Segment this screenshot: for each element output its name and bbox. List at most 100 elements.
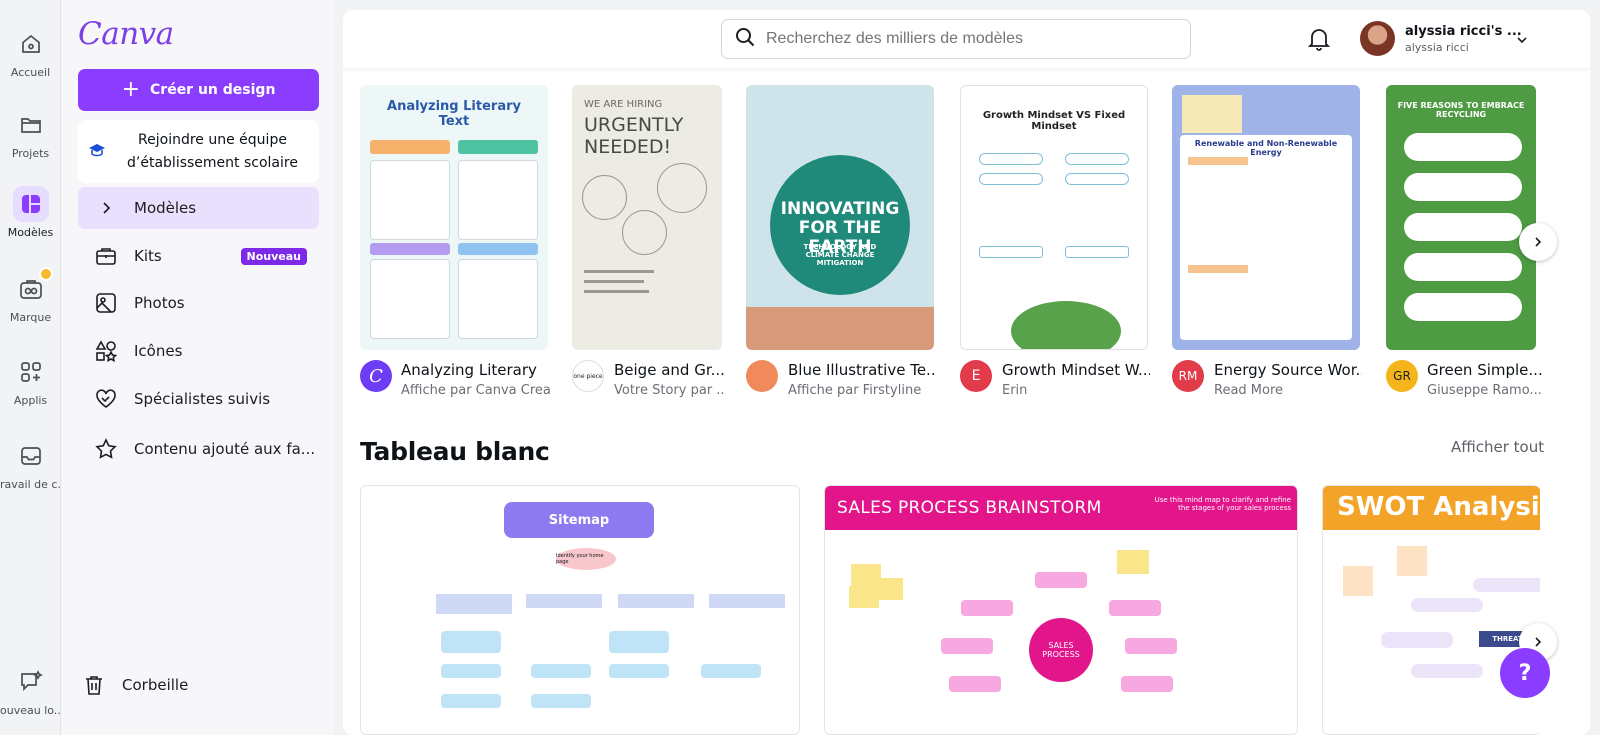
rail-label-projects: Projets: [11, 147, 50, 160]
nav-label-photos: Photos: [134, 294, 185, 312]
template-thumbnail[interactable]: Renewable and Non-Renewable Energy: [1172, 85, 1360, 350]
join-line-2: d’établissement scolaire: [127, 154, 298, 171]
rail-label-templates: Modèles: [7, 226, 54, 239]
template-author[interactable]: Votre Story par ...: [614, 383, 724, 398]
whiteboard-card-heading: SALES PROCESS BRAINSTORM: [837, 498, 1102, 518]
brand-icon: [13, 267, 53, 307]
nav-label-templates: Modèles: [134, 199, 197, 217]
see-all-link[interactable]: Afficher tout: [1451, 438, 1545, 456]
left-rail: Accueil Projets Modèles Marque Applis ra…: [0, 0, 61, 735]
template-author[interactable]: Erin: [1002, 383, 1028, 398]
rail-item-templates[interactable]: Modèles: [0, 186, 61, 239]
search-icon: [734, 26, 756, 52]
whiteboard-template-card[interactable]: SWOT Analysis THREATS: [1322, 485, 1540, 735]
template-thumbnail[interactable]: Analyzing Literary Text: [360, 85, 548, 350]
rail-label-apps: Applis: [13, 394, 48, 407]
user-avatar[interactable]: [1360, 21, 1395, 56]
help-button[interactable]: ?: [1500, 648, 1550, 698]
template-author[interactable]: Giuseppe Ramo...: [1427, 383, 1542, 398]
side-panel: Canva + Créer un design Rejoindre une éq…: [62, 0, 333, 735]
template-thumbnail[interactable]: FIVE REASONS TO EMBRACE RECYCLING: [1386, 85, 1536, 350]
user-team-name[interactable]: alyssia ricci's ...: [1405, 24, 1522, 39]
whiteboard-card-sub: Identify your home page: [556, 548, 616, 570]
creator-avatar: E: [960, 360, 992, 392]
image-icon: [94, 291, 118, 315]
template-thumbnail[interactable]: WE ARE HIRING URGENTLY NEEDED!: [572, 85, 722, 350]
nav-followed-creators[interactable]: Spécialistes suivis: [78, 378, 319, 420]
join-school-team-card[interactable]: Rejoindre une équipe d’établissement sco…: [78, 120, 319, 183]
rail-item-inbox[interactable]: ravail de c...: [0, 438, 61, 491]
rail-item-brand[interactable]: Marque: [0, 267, 61, 324]
thumb-heading: Analyzing Literary Text: [387, 99, 521, 129]
search-box[interactable]: [721, 19, 1191, 59]
thumb-heading: FIVE REASONS TO EMBRACE RECYCLING: [1397, 101, 1525, 119]
chevron-right-icon: [1532, 233, 1544, 252]
templates-icon: [12, 186, 49, 222]
nav-photos[interactable]: Photos: [78, 282, 319, 324]
star-icon: [94, 437, 118, 461]
creator-avatar: [746, 360, 778, 392]
nav-templates[interactable]: Modèles: [78, 187, 319, 229]
search-input[interactable]: [766, 30, 1166, 48]
thumb-kicker: WE ARE HIRING: [584, 99, 663, 110]
nav-icons[interactable]: Icônes: [78, 330, 319, 372]
rail-label-brand: Marque: [9, 311, 52, 324]
join-school-team-text: Rejoindre une équipe d’établissement sco…: [116, 129, 309, 175]
whiteboard-card-heading: SWOT Analysis: [1337, 492, 1540, 522]
create-design-label: Créer un design: [150, 82, 276, 98]
sparkle-chat-icon: [13, 664, 49, 700]
new-badge: Nouveau: [240, 247, 307, 265]
whiteboard-card-sub: Use this mind map to clarify and refine …: [1154, 496, 1291, 512]
thumb-heading: INNOVATING FOR THE EARTH: [780, 199, 900, 257]
template-title[interactable]: Energy Source Wor...: [1214, 361, 1362, 379]
creator-avatar: C: [360, 360, 392, 392]
section-title-whiteboard: Tableau blanc: [360, 437, 550, 466]
plus-icon: +: [121, 77, 141, 102]
nav-kits[interactable]: Kits Nouveau: [78, 235, 319, 277]
creator-avatar: RM: [1172, 360, 1204, 392]
whiteboard-template-card[interactable]: SALES PROCESS BRAINSTORM Use this mind m…: [824, 485, 1298, 735]
briefcase-icon: [94, 244, 118, 268]
rail-item-apps[interactable]: Applis: [0, 354, 61, 407]
nav-label-kits: Kits: [134, 247, 162, 265]
thumb-heading: Growth Mindset VS Fixed Mindset: [982, 110, 1126, 132]
create-design-button[interactable]: + Créer un design: [78, 69, 319, 111]
whiteboard-template-card[interactable]: Sitemap Identify your home page: [360, 485, 800, 735]
canva-logo[interactable]: Canva: [78, 16, 174, 52]
thumb-heading: URGENTLY NEEDED!: [584, 114, 684, 158]
crown-icon: [38, 267, 53, 281]
template-title[interactable]: Analyzing Literary ...: [401, 361, 541, 379]
thumb-sub: TECHNOLOGY AND CLIMATE CHANGE MITIGATION: [803, 243, 877, 267]
folder-icon: [13, 107, 49, 143]
template-title[interactable]: Growth Mindset W...: [1002, 361, 1150, 379]
template-author[interactable]: Affiche par Canva Crea...: [401, 383, 551, 398]
template-title[interactable]: Blue Illustrative Te...: [788, 361, 936, 379]
home-icon: [13, 26, 49, 62]
nav-label-icons: Icônes: [134, 342, 183, 360]
rail-label-inbox: ravail de c...: [0, 478, 61, 491]
template-title[interactable]: Green Simple...: [1427, 361, 1543, 379]
main-content: alyssia ricci's ... alyssia ricci Analyz…: [343, 10, 1590, 735]
template-thumbnail[interactable]: INNOVATING FOR THE EARTH TECHNOLOGY AND …: [746, 85, 934, 350]
join-line-1: Rejoindre une équipe: [138, 131, 287, 148]
chevron-down-icon[interactable]: [1515, 32, 1529, 51]
notification-bell-icon[interactable]: [1307, 27, 1331, 55]
template-thumbnail[interactable]: Growth Mindset VS Fixed Mindset: [960, 85, 1148, 350]
rail-item-projects[interactable]: Projets: [0, 107, 61, 160]
chevron-right-icon: [94, 196, 118, 220]
nav-favorites[interactable]: Contenu ajouté aux fa...: [78, 428, 319, 470]
rail-item-home[interactable]: Accueil: [0, 26, 61, 79]
nav-label-followed-creators: Spécialistes suivis: [134, 390, 271, 408]
trash-icon: [82, 673, 106, 697]
carousel-next-button[interactable]: [1519, 223, 1557, 261]
template-author[interactable]: Affiche par Firstyline: [788, 383, 922, 398]
rail-item-new-login[interactable]: ouveau lo...: [0, 664, 61, 717]
template-author[interactable]: Read More: [1214, 383, 1284, 398]
nav-trash[interactable]: Corbeille: [78, 664, 319, 706]
template-title[interactable]: Beige and Gr...: [614, 361, 724, 379]
user-name: alyssia ricci: [1405, 41, 1469, 54]
whiteboard-card-heading: Sitemap: [504, 502, 654, 538]
whiteboard-card-center: SALES PROCESS: [1029, 618, 1093, 682]
thumb-heading: Renewable and Non-Renewable Energy: [1194, 139, 1338, 157]
creator-avatar: one piece: [572, 360, 604, 392]
